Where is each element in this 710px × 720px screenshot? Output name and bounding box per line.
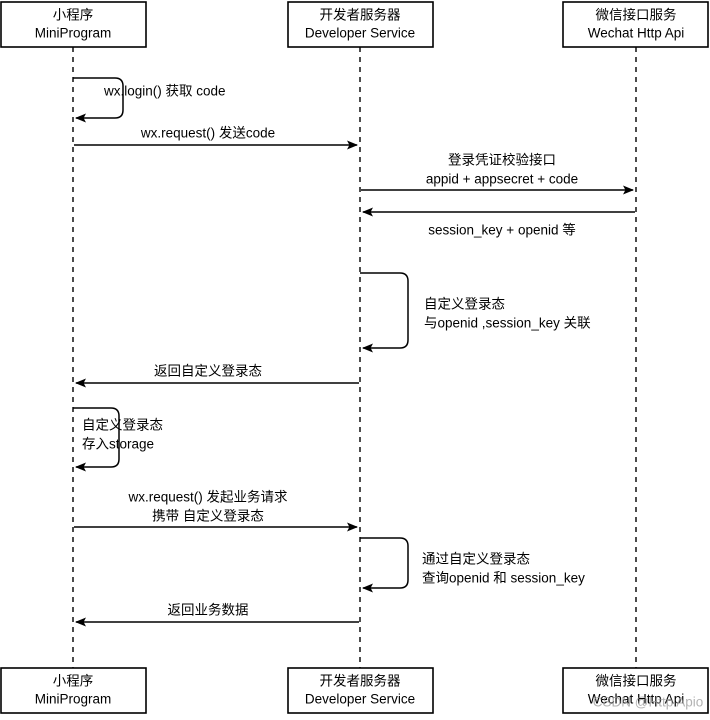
- message-label-8-line-0: 通过自定义登录态: [422, 552, 530, 567]
- message-label-2-line-1: appid + appsecret + code: [426, 172, 578, 187]
- participant-boxes-bottom: 小程序 MiniProgram 开发者服务器 Developer Service 微信接…: [0, 667, 709, 714]
- participant-box-wechatapi-top[interactable]: 微信接口服务 Wechat Http Api: [562, 1, 709, 48]
- participant-label-cn-wechatapi: 微信接口服务: [596, 673, 677, 689]
- message-label-4-line-1: 与openid ,session_key 关联: [424, 316, 591, 331]
- watermark-text: CSDN @Http Apio: [593, 695, 704, 710]
- self-message-loop-8: [360, 537, 409, 593]
- participant-label-en-miniprogram: MiniProgram: [35, 692, 112, 707]
- participant-label-en-miniprogram: MiniProgram: [35, 26, 112, 41]
- participant-label-en-developer: Developer Service: [305, 26, 415, 41]
- message-label-6-line-0: 自定义登录态: [82, 418, 163, 433]
- message-label-1-line-0: wx.request() 发送code: [140, 126, 275, 141]
- message-label-5-line-0: 返回自定义登录态: [154, 364, 262, 379]
- message-3-arrow: session_key + openid 等: [362, 207, 635, 238]
- message-5-arrow: 返回自定义登录态: [75, 364, 359, 388]
- message-label-6-line-1: 存入storage: [82, 437, 154, 452]
- message-label-8-line-1: 查询openid 和 session_key: [422, 571, 585, 586]
- message-label-2-line-0: 登录凭证校验接口: [448, 152, 556, 168]
- participant-label-cn-developer: 开发者服务器: [320, 674, 401, 689]
- message-label-3-line-0: session_key + openid 等: [428, 222, 575, 238]
- message-2-arrow: 登录凭证校验接口 appid + appsecret + code: [361, 152, 634, 195]
- participant-label-cn-wechatapi: 微信接口服务: [596, 7, 677, 23]
- message-label-4-line-0: 自定义登录态: [424, 297, 505, 312]
- message-9-arrow: 返回业务数据: [75, 603, 359, 627]
- participant-box-wechatapi-bottom[interactable]: 微信接口服务 Wechat Http Api: [562, 667, 709, 714]
- participant-box-developer-top[interactable]: 开发者服务器 Developer Service: [287, 1, 434, 48]
- participant-boxes-top: 小程序 MiniProgram 开发者服务器 Developer Service 微信接…: [0, 1, 709, 48]
- self-message-loop-6: [73, 407, 120, 472]
- message-label-9-line-0: 返回业务数据: [168, 603, 249, 618]
- participant-box-miniprogram-top[interactable]: 小程序 MiniProgram: [0, 1, 147, 48]
- message-label-7-line-0: wx.request() 发起业务请求: [127, 490, 288, 505]
- messages-group: wx.login() 获取 code wx.request() 发送code 登录凭…: [73, 77, 635, 627]
- participant-label-cn-miniprogram: 小程序: [53, 8, 94, 23]
- participant-label-cn-miniprogram: 小程序: [53, 674, 94, 689]
- participant-label-en-wechatapi: Wechat Http Api: [588, 692, 685, 707]
- message-0-self: wx.login() 获取 code: [73, 77, 226, 123]
- self-message-loop-4: [360, 272, 409, 353]
- participant-label-cn-developer: 开发者服务器: [320, 8, 401, 23]
- participant-box-developer-bottom[interactable]: 开发者服务器 Developer Service: [287, 667, 434, 714]
- participant-label-en-wechatapi: Wechat Http Api: [588, 26, 685, 41]
- message-label-7-line-1: 携带 自定义登录态: [152, 509, 264, 524]
- participant-label-en-developer: Developer Service: [305, 692, 415, 707]
- message-1-arrow: wx.request() 发送code: [74, 126, 358, 150]
- self-message-loop-0: [73, 77, 124, 123]
- message-label-0-line-0: wx.login() 获取 code: [103, 84, 226, 99]
- participant-box-miniprogram-bottom[interactable]: 小程序 MiniProgram: [0, 667, 147, 714]
- lifelines-group: [72, 47, 637, 668]
